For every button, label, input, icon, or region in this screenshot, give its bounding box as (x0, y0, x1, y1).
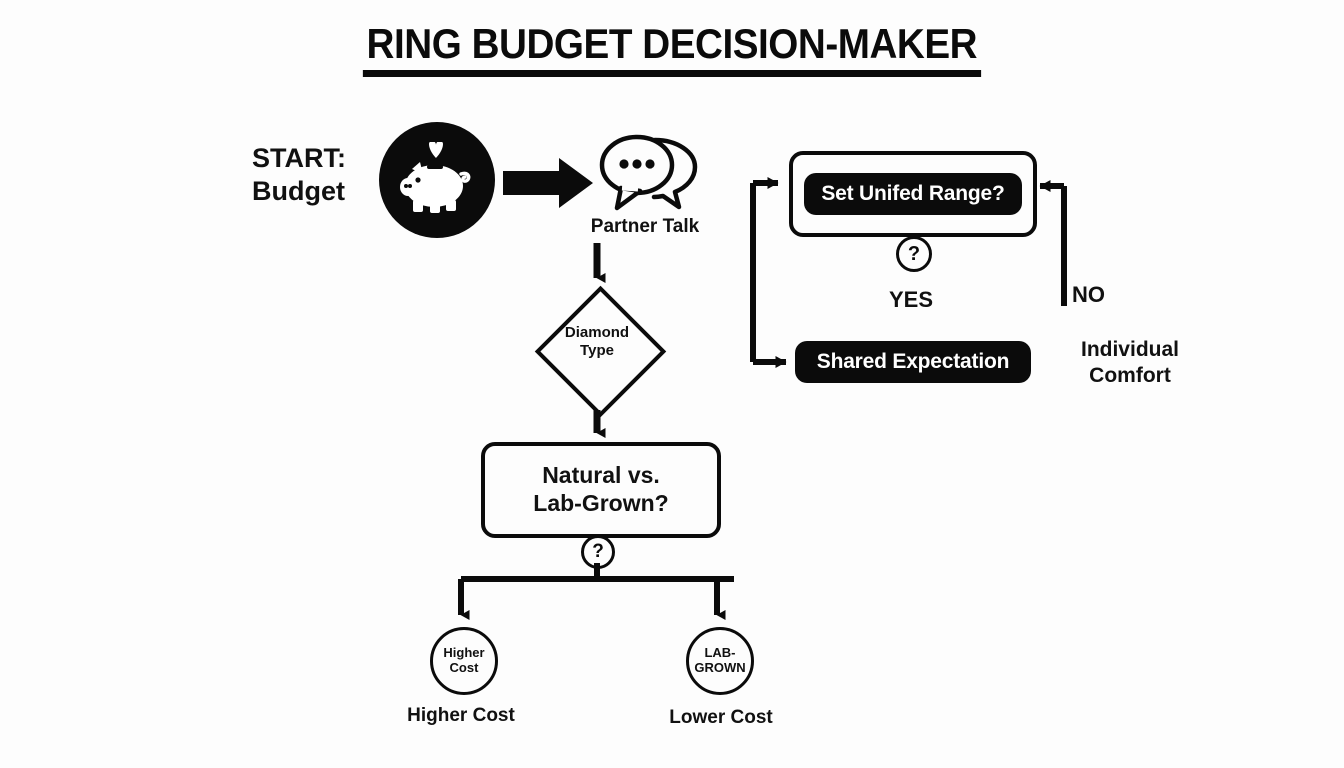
partner-talk-label: Partner Talk (590, 216, 700, 237)
diamond-type-decision[interactable]: Diamond Type (534, 285, 667, 418)
set-unified-range-box[interactable]: Set Unifed Range? (789, 151, 1037, 237)
diamond-type-label: Diamond Type (537, 324, 657, 361)
outcome-higher-line1: Higher (443, 645, 485, 661)
speech-bubbles-icon (595, 128, 701, 221)
right-arrow-icon (503, 155, 595, 216)
outcome-higher-line2: Cost (449, 660, 479, 675)
outcome-circle-higher-cost-text: Higher Cost (443, 646, 484, 675)
outcome-circle-lab-grown-text: LAB- GROWN (694, 646, 745, 675)
right-arrow-glyph (503, 158, 593, 208)
outcome-circle-lab-grown[interactable]: LAB- GROWN (686, 627, 754, 695)
page-title-text: RING BUDGET DECISION-MAKER (363, 20, 981, 77)
set-unified-range-label: Set Unifed Range? (804, 173, 1022, 215)
question-mark-icon-right: ? (896, 236, 932, 272)
natural-line1: Natural vs. (542, 462, 660, 489)
individual-comfort-label: Individual Comfort (1040, 337, 1220, 388)
no-branch-label: NO (1072, 282, 1105, 307)
question-mark-icon-bottom: ? (581, 535, 615, 569)
outcome-lab-line2: GROWN (694, 660, 746, 675)
outcome-lab-line1: LAB- (704, 645, 736, 661)
piggy-bank-glyph (400, 142, 471, 213)
page-title: RING BUDGET DECISION-MAKER (0, 20, 1344, 77)
outcome-label-lower-cost: Lower Cost (669, 707, 773, 728)
outcome-circle-higher-cost[interactable]: Higher Cost (430, 627, 498, 695)
start-label-line1: START: (252, 143, 346, 173)
start-label-line2: Budget (252, 175, 345, 206)
outcome-label-higher-cost: Higher Cost (407, 705, 515, 726)
diamond-type-line2: Type (580, 342, 614, 360)
speech-bubbles-glyph (599, 134, 698, 211)
start-label: START: Budget (252, 142, 382, 208)
individual-comfort-line1: Individual (1080, 338, 1179, 361)
yes-branch-label: YES (888, 287, 934, 312)
natural-vs-lab-grown-label: Natural vs. Lab-Grown? (533, 462, 668, 517)
individual-comfort-line2: Comfort (1089, 363, 1171, 387)
natural-vs-lab-grown-box[interactable]: Natural vs. Lab-Grown? (481, 442, 721, 538)
piggy-bank-icon (379, 122, 495, 238)
diamond-type-line1: Diamond (564, 324, 630, 341)
shared-expectation-pill[interactable]: Shared Expectation (795, 341, 1031, 383)
natural-line2: Lab-Grown? (533, 490, 669, 516)
